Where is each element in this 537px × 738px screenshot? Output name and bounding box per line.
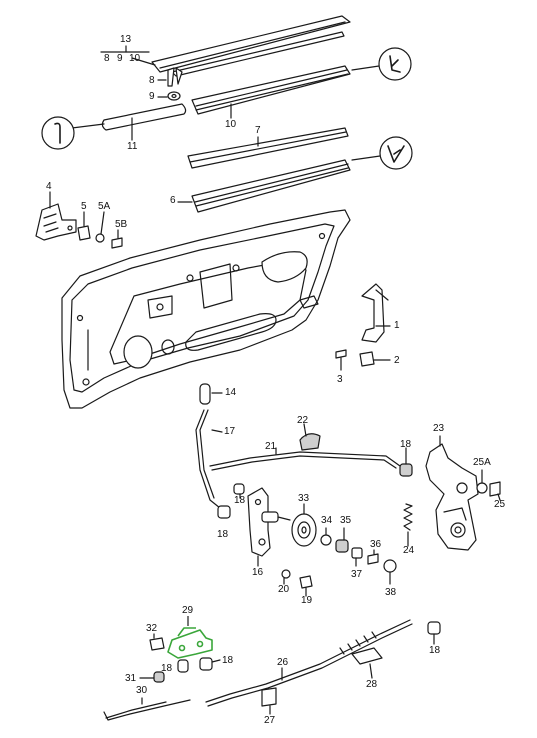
label-18-lower-right: 18 xyxy=(429,645,441,656)
label-33: 33 xyxy=(298,493,310,504)
part-32-nut xyxy=(149,633,165,651)
label-29: 29 xyxy=(182,605,194,616)
part-18-clip-bottom-left xyxy=(177,657,221,673)
label-32: 32 xyxy=(146,623,158,634)
label-27: 27 xyxy=(264,715,276,726)
part-24-spring xyxy=(403,503,413,547)
label-9: 9 xyxy=(149,91,155,102)
label-25: 25 xyxy=(494,499,506,510)
part-14-sleeve xyxy=(199,383,223,405)
part-23-lock xyxy=(425,435,479,551)
part-30-rod xyxy=(103,697,191,721)
label-2: 2 xyxy=(394,355,400,366)
label-23: 23 xyxy=(433,423,445,434)
symbol-circle-mid-right xyxy=(351,136,413,170)
part-26-rod xyxy=(205,619,413,707)
part-3-screw xyxy=(335,349,347,371)
part-2-clip xyxy=(359,351,391,367)
label-5: 5 xyxy=(81,201,87,212)
part-pivot-pin xyxy=(261,511,291,523)
label-13: 13 xyxy=(120,34,132,45)
label-34: 34 xyxy=(321,515,333,526)
label-6: 6 xyxy=(170,195,176,206)
part-11-cover xyxy=(71,103,187,141)
label-9-bracket: 9 xyxy=(117,53,123,64)
label-38: 38 xyxy=(385,587,397,598)
label-36: 36 xyxy=(370,539,382,550)
part-18-clip-left xyxy=(217,483,245,519)
label-14: 14 xyxy=(225,387,237,398)
label-7: 7 xyxy=(255,125,261,136)
part-22-cap xyxy=(299,423,321,451)
label-18-left-lower: 18 xyxy=(217,529,229,540)
part-18-clip-lower-right xyxy=(427,621,441,645)
part-20-washer xyxy=(281,569,291,585)
label-37: 37 xyxy=(351,569,363,580)
label-26: 26 xyxy=(277,657,289,668)
part-25-screw xyxy=(489,481,501,501)
door-inner-panel xyxy=(61,209,351,409)
part-18-clip-right xyxy=(399,447,413,477)
part-10-seal xyxy=(191,65,351,119)
label-18-bottom-small: 18 xyxy=(161,663,173,674)
part-17-rod xyxy=(195,409,223,509)
label-25a: 25A xyxy=(473,457,491,468)
part-5a-nut xyxy=(95,211,105,243)
part-1-bracket xyxy=(361,283,391,343)
part-9-washer xyxy=(157,91,181,101)
label-21: 21 xyxy=(265,441,277,452)
label-17: 17 xyxy=(224,426,236,437)
label-16: 16 xyxy=(252,567,264,578)
label-19: 19 xyxy=(301,595,313,606)
label-31: 31 xyxy=(125,673,137,684)
label-18-left-upper: 18 xyxy=(234,495,246,506)
label-18-right: 18 xyxy=(400,439,412,450)
part-5-clip xyxy=(77,211,91,241)
part-31-clip xyxy=(139,671,165,683)
part-19-screw xyxy=(299,575,313,597)
label-28: 28 xyxy=(366,679,378,690)
part-21-rod xyxy=(209,447,401,471)
label-5a: 5A xyxy=(98,201,111,212)
part-33-wheel xyxy=(291,503,317,547)
label-8: 8 xyxy=(149,75,155,86)
label-22: 22 xyxy=(297,415,309,426)
part-28-bracket xyxy=(351,647,383,679)
part-8-clip xyxy=(157,67,183,87)
label-3: 3 xyxy=(337,374,343,385)
part-29-bracket-highlighted xyxy=(167,627,213,659)
part-34-washer xyxy=(320,527,332,546)
part-16-lever xyxy=(247,487,271,567)
label-20: 20 xyxy=(278,584,290,595)
label-10: 10 xyxy=(225,119,237,130)
label-5b: 5B xyxy=(115,219,128,230)
label-10-bracket: 10 xyxy=(129,53,141,64)
label-35: 35 xyxy=(340,515,352,526)
part-5b-screw xyxy=(111,229,123,249)
label-8-bracket: 8 xyxy=(104,53,110,64)
label-4: 4 xyxy=(46,181,52,192)
part-4-bracket xyxy=(35,191,77,241)
part-36-screw xyxy=(367,549,379,565)
part-37-nut xyxy=(351,547,363,567)
symbol-circle-left xyxy=(41,116,75,150)
part-7-seal xyxy=(187,127,349,169)
part-25a-washer xyxy=(476,469,488,494)
part-38-knob xyxy=(383,559,397,585)
symbol-circle-top-right xyxy=(351,47,412,81)
group-bracket-13 xyxy=(100,45,150,53)
label-18-bottom-mid: 18 xyxy=(222,655,234,666)
part-13-window-strip xyxy=(131,15,351,77)
label-11: 11 xyxy=(127,141,138,152)
part-27-clip xyxy=(261,687,277,715)
label-24: 24 xyxy=(403,545,415,556)
label-30: 30 xyxy=(136,685,148,696)
part-6-seal xyxy=(177,159,351,213)
part-35-bushing xyxy=(335,527,349,553)
label-1: 1 xyxy=(394,320,400,331)
